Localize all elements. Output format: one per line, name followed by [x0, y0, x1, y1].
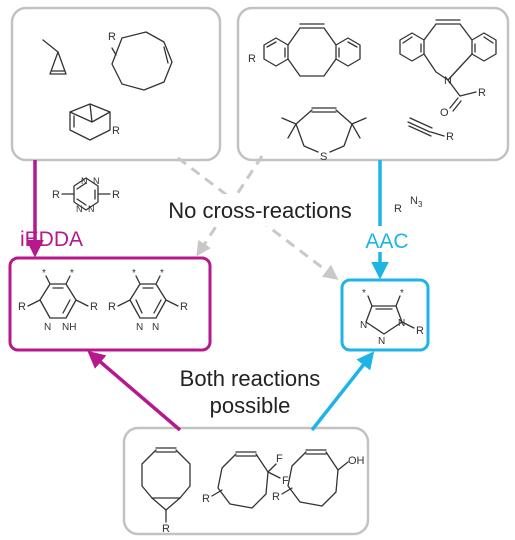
atom-n: N — [378, 336, 385, 347]
atom-f: F — [282, 475, 289, 487]
atom-r: R — [162, 523, 170, 535]
dibo-structure — [263, 23, 361, 77]
aac-arrow-from-bottom — [310, 351, 375, 432]
atom-r: R — [108, 301, 116, 313]
atom-n: N — [44, 322, 51, 333]
atom-r: R — [52, 189, 60, 201]
both-reactions-label: Both reactions — [180, 366, 321, 391]
atom-r: R — [112, 125, 120, 137]
iedda-label: iEDDA — [20, 228, 83, 251]
atom-n: N — [88, 204, 95, 214]
no-cross-reactions-label: No cross-reactions — [168, 198, 351, 223]
atom-n: N — [444, 75, 452, 87]
possible-label: possible — [210, 393, 291, 418]
atom-nh: NH — [62, 322, 76, 333]
pyridazine-box — [8, 256, 212, 352]
norbornene-structure — [69, 103, 111, 141]
atom-r: R — [18, 301, 26, 313]
star: * — [160, 268, 164, 279]
atom-n: N — [136, 322, 143, 333]
pyridazine-structure-2 — [117, 275, 179, 319]
star: * — [42, 268, 46, 279]
atom-n: N — [81, 176, 88, 186]
atom-oh: OH — [348, 455, 365, 467]
top-right-box — [236, 6, 510, 162]
atom-n3: N — [410, 195, 418, 207]
atom-r: R — [416, 325, 424, 337]
atom-o: O — [440, 107, 449, 119]
aac-label: AAC — [365, 230, 408, 253]
bottom-box — [122, 426, 370, 536]
atom-r: R — [272, 491, 280, 503]
cyclooctene-structure — [111, 31, 173, 91]
tetrazine-structure — [61, 177, 111, 211]
atom-n: N — [398, 318, 405, 329]
atom-r: R — [202, 493, 210, 505]
atom-n: N — [93, 176, 100, 186]
star: * — [400, 288, 404, 299]
atom-r: R — [248, 53, 256, 65]
atom-labels: R R R N O R S R R R N N N N R N 3 R R N … — [18, 31, 486, 535]
atom-r: R — [180, 301, 188, 313]
atom-r: R — [394, 203, 402, 215]
star: * — [362, 288, 366, 299]
star: * — [70, 268, 74, 279]
star: * — [132, 268, 136, 279]
atom-r: R — [112, 189, 120, 201]
bcn-structure — [141, 447, 191, 523]
atom-f: F — [276, 453, 283, 465]
atom-r: R — [90, 301, 98, 313]
atom-n: N — [152, 322, 159, 333]
terminal-alkyne-structure — [407, 117, 445, 137]
dbco-structure — [399, 19, 497, 112]
top-left-box — [10, 6, 222, 162]
atom-n: N — [76, 204, 83, 214]
atom-n3-subscript: 3 — [418, 200, 423, 209]
atom-r: R — [108, 31, 116, 43]
pyridazine-structure-1 — [27, 275, 89, 319]
difo-structure — [211, 451, 281, 509]
triazole-box — [340, 278, 430, 352]
atom-n: N — [360, 320, 367, 331]
atom-r: R — [478, 87, 486, 99]
thiacycloheptyne-structure — [281, 107, 367, 153]
cyclooctynol-structure — [281, 449, 349, 507]
methylcyclopropene-structure — [42, 39, 67, 75]
triazole-structure — [365, 295, 415, 335]
atom-r: R — [446, 131, 454, 143]
atom-s: S — [320, 151, 327, 163]
iedda-arrow-from-bottom — [87, 350, 182, 432]
